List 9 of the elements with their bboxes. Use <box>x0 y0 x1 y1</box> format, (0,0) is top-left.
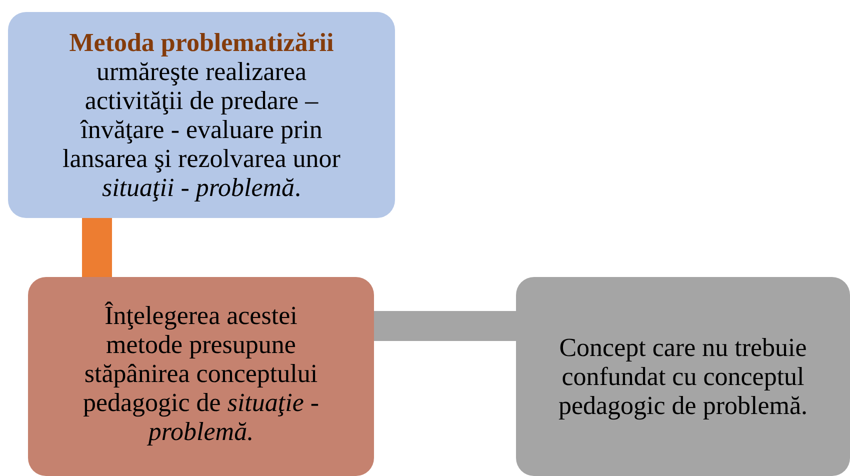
text-box <box>28 277 374 476</box>
heading: Metoda problematizării <box>69 28 334 57</box>
connector-bar <box>374 311 516 341</box>
description-text: urmăreşte realizarea activităţii de predare – învăţare - evaluare prin lansarea şi rezolvarea unor situaţii - problemă. <box>62 57 342 202</box>
text-box <box>516 277 850 476</box>
connector-bar <box>82 218 112 277</box>
text-box <box>8 12 395 218</box>
description-text: Înţelegerea acestei metode presupune stăpânirea conceptului pedagogic de situaţie - problemă. <box>82 301 320 446</box>
description-text: Concept care nu trebuie confundat cu conceptul pedagogic de problemă. <box>557 333 809 420</box>
